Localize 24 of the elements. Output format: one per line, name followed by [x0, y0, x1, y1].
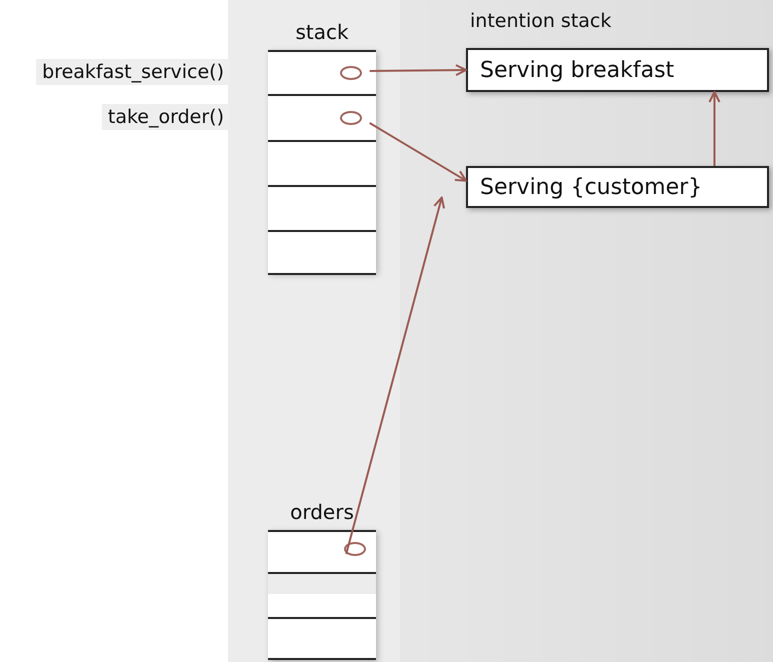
pointer-circle — [340, 66, 362, 80]
stack-slot — [268, 187, 376, 232]
stack-heading: orders — [290, 500, 354, 524]
function-label: take_order() — [102, 104, 230, 130]
stack-slot — [268, 619, 376, 660]
stack-slot — [268, 532, 376, 574]
stack-heading: intention stack — [470, 10, 612, 32]
stack-slot — [268, 232, 376, 275]
intention-text: Serving breakfast — [480, 58, 674, 82]
intention-text: Serving {customer} — [480, 174, 702, 200]
stack-slot — [268, 96, 376, 142]
pointer-circle — [340, 111, 362, 125]
arrow — [369, 122, 467, 182]
intention-box — [466, 166, 769, 208]
arrow — [345, 196, 445, 554]
arrow — [370, 64, 467, 76]
function-label: breakfast_service() — [36, 59, 230, 85]
stack-slot — [268, 594, 376, 619]
stack-slot — [268, 52, 376, 96]
stack-slot — [268, 142, 376, 187]
stack-heading: stack — [295, 20, 349, 44]
pointer-circle — [344, 542, 366, 556]
intention-box — [466, 48, 769, 92]
arrow — [708, 91, 720, 166]
